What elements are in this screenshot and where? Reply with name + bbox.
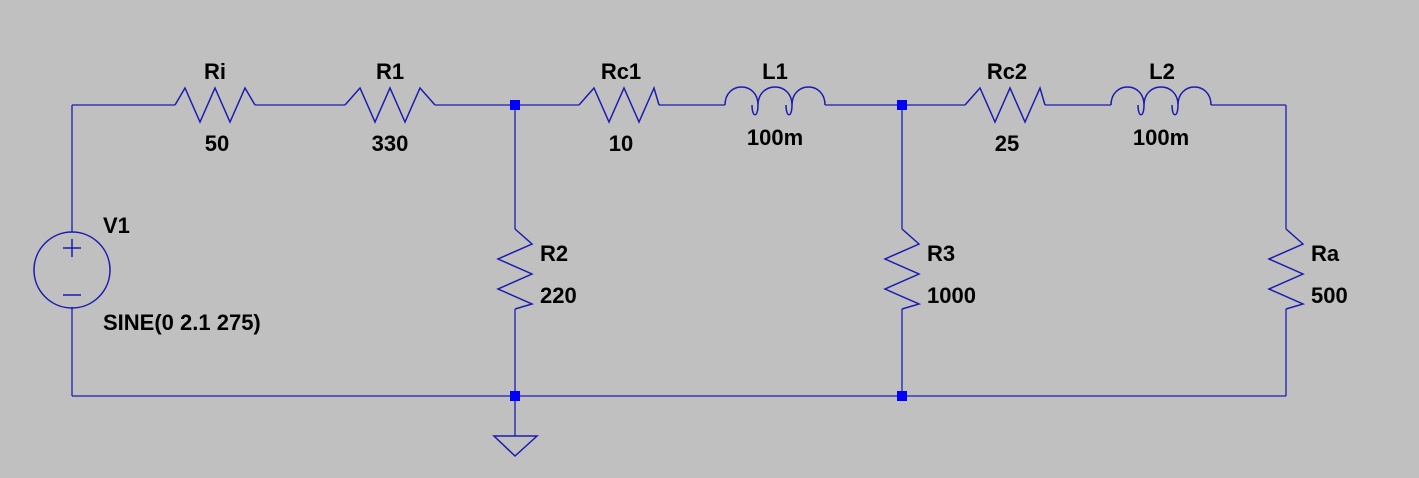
ra-value-label[interactable]: 500 <box>1311 283 1348 308</box>
ri-name-label[interactable]: Ri <box>204 59 226 84</box>
junctions <box>510 100 907 401</box>
l2-value-label[interactable]: 100m <box>1133 125 1189 150</box>
plus-sign-icon <box>63 239 81 257</box>
ground-icon[interactable] <box>492 435 539 458</box>
v1-name-label[interactable]: V1 <box>103 213 130 238</box>
rc1-value-label[interactable]: 10 <box>609 131 633 156</box>
resistor-r3-symbol[interactable] <box>883 228 922 310</box>
rc2-value-label[interactable]: 25 <box>995 131 1019 156</box>
junction-node2-bottom[interactable] <box>897 391 907 401</box>
resistor-rc2-symbol[interactable] <box>964 85 1046 124</box>
wires <box>71 104 1287 436</box>
voltage-source-v1[interactable] <box>33 231 111 309</box>
ra-name-label[interactable]: Ra <box>1311 241 1340 266</box>
inductor-l1-symbol[interactable] <box>724 86 826 116</box>
rc1-name-label[interactable]: Rc1 <box>601 59 641 84</box>
resistor-ri-symbol[interactable] <box>174 86 256 124</box>
junction-node1-top[interactable] <box>510 100 520 110</box>
junction-node1-bottom[interactable] <box>510 391 520 401</box>
r2-value-label[interactable]: 220 <box>540 283 577 308</box>
ri-value-label[interactable]: 50 <box>205 131 229 156</box>
resistor-ra-symbol[interactable] <box>1267 228 1306 310</box>
voltage-source-circle <box>33 231 111 309</box>
junction-node2-top[interactable] <box>897 100 907 110</box>
resistor-rc1-symbol[interactable] <box>578 85 660 124</box>
l1-name-label[interactable]: L1 <box>762 59 788 84</box>
v1-value-label[interactable]: SINE(0 2.1 275) <box>103 310 261 335</box>
r1-value-label[interactable]: 330 <box>372 131 409 156</box>
resistor-r1-symbol[interactable] <box>344 86 436 124</box>
r2-name-label[interactable]: R2 <box>540 241 568 266</box>
r3-value-label[interactable]: 1000 <box>927 283 976 308</box>
resistor-r2-symbol[interactable] <box>496 228 535 310</box>
l2-name-label[interactable]: L2 <box>1149 59 1175 84</box>
rc2-name-label[interactable]: Rc2 <box>987 59 1027 84</box>
inductor-l2-symbol[interactable] <box>1110 86 1212 116</box>
r3-name-label[interactable]: R3 <box>927 241 955 266</box>
r1-name-label[interactable]: R1 <box>376 59 404 84</box>
labels: V1 SINE(0 2.1 275) Ri 50 R1 330 Rc1 10 L… <box>103 59 1348 335</box>
l1-value-label[interactable]: 100m <box>747 125 803 150</box>
